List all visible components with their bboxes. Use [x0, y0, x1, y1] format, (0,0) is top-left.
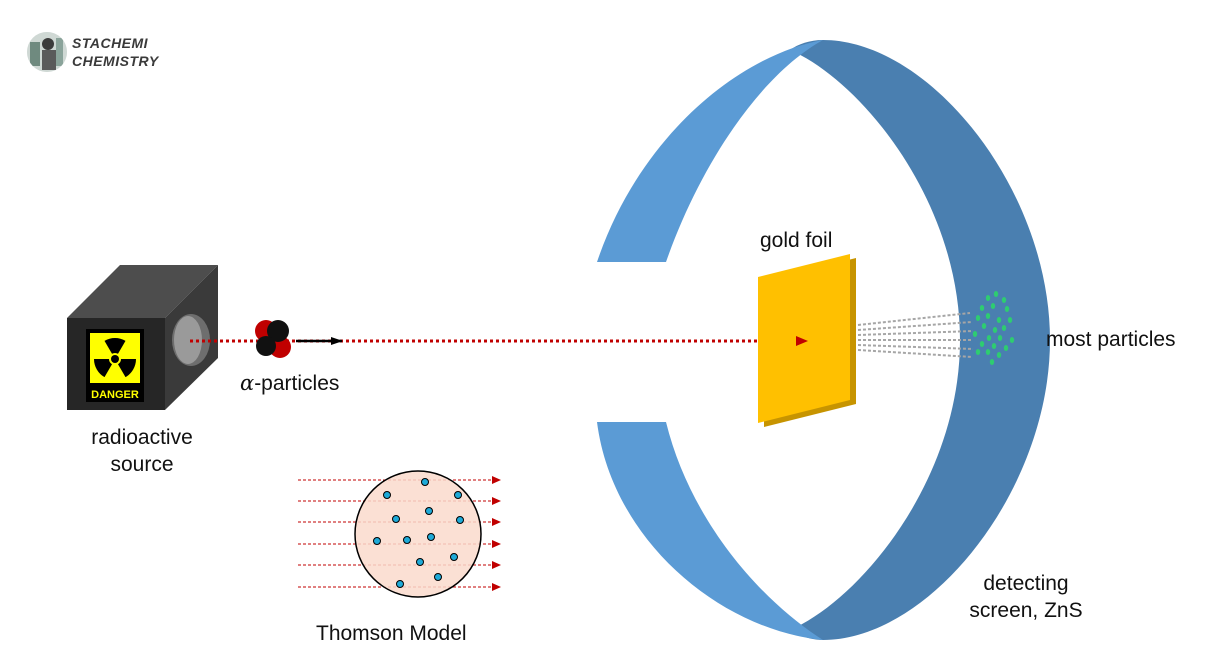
flash-dot — [985, 349, 991, 355]
alpha-particles-label: α-particles — [240, 370, 339, 397]
flash-dot — [990, 303, 996, 309]
flash-dot — [989, 359, 995, 365]
brand-line-1: STACHEMI — [72, 35, 149, 51]
flash-dot — [997, 335, 1003, 341]
gold-foil-label: gold foil — [760, 229, 833, 252]
flash-dot — [1001, 297, 1007, 303]
flash-dot — [975, 349, 981, 355]
alpha-particle-icon — [255, 320, 291, 358]
flash-dot — [991, 343, 997, 349]
flash-dot — [1009, 337, 1015, 343]
screen-label-line-1: detecting — [983, 572, 1069, 595]
beam-arrowhead — [796, 336, 808, 346]
flash-dot — [1001, 325, 1007, 331]
flash-dot — [979, 305, 985, 311]
flash-dot — [986, 335, 992, 341]
flash-dot — [1007, 317, 1013, 323]
thomson-sphere — [354, 470, 482, 598]
flash-dot — [972, 331, 978, 337]
trefoil-blade — [94, 359, 112, 378]
thomson-electrons — [373, 478, 464, 588]
most-particles-label: most particles — [1046, 328, 1176, 351]
flash-dot — [975, 315, 981, 321]
screen-label-line-2: screen, ZnS — [969, 599, 1083, 622]
alpha-symbol: α — [240, 371, 255, 395]
scientist-avatar-icon — [27, 32, 67, 72]
flash-dot — [993, 291, 999, 297]
source-label-line-1: radioactive — [91, 426, 193, 449]
trefoil-blade — [104, 338, 126, 354]
danger-label: DANGER — [91, 389, 139, 401]
flash-dot — [981, 323, 987, 329]
flash-dot — [1004, 306, 1010, 312]
transmitted-beam — [857, 312, 974, 358]
flash-dot — [985, 313, 991, 319]
brand-line-2: CHEMISTRY — [72, 53, 159, 69]
flash-dot — [1003, 345, 1009, 351]
flash-dot — [996, 317, 1002, 323]
flash-dot — [985, 295, 991, 301]
flash-dot — [979, 341, 985, 347]
scintillation-flashes — [972, 291, 1015, 365]
radiation-trefoil-icon — [94, 338, 136, 378]
detecting-screen-ring — [597, 40, 1050, 640]
trefoil-blade — [118, 359, 136, 378]
source-label-line-2: source — [110, 453, 174, 476]
flash-dot — [992, 327, 998, 333]
detecting-screen-label: detecting screen, ZnS — [955, 570, 1097, 624]
flash-dot — [996, 352, 1002, 358]
alpha-label-text: -particles — [254, 372, 340, 395]
gold-foil — [758, 254, 856, 427]
trefoil-center — [111, 355, 119, 363]
radioactive-source-label: radioactive source — [62, 424, 222, 478]
danger-sign: DANGER — [86, 329, 144, 402]
thomson-model — [298, 470, 501, 598]
brand-name: STACHEMI CHEMISTRY — [72, 34, 159, 70]
thomson-model-label: Thomson Model — [316, 622, 467, 645]
